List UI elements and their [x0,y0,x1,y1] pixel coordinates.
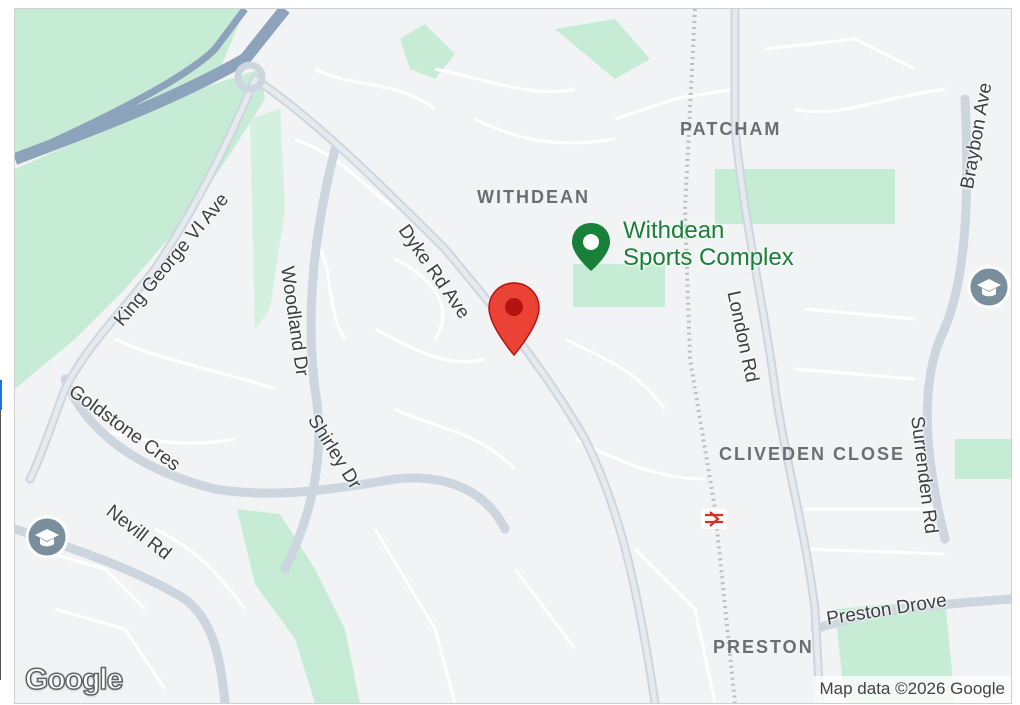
school-icon [967,265,1011,309]
location-marker-icon [488,282,540,357]
park-area [555,19,650,79]
left-edge-line [0,410,1,680]
google-logo[interactable]: Google [24,662,124,697]
park-area [715,169,895,224]
district-label: PRESTON [713,637,814,657]
park-area [15,9,245,159]
district-label: WITHDEAN [477,187,590,207]
roundabout [234,61,266,93]
road-surrenden [922,94,972,544]
map-attribution[interactable]: Map data ©2026 Google [813,676,1011,703]
park-area [400,24,455,79]
poi-label[interactable]: Withdean Sports Complex [623,217,794,271]
railway [682,9,737,703]
poi-label-line2: Sports Complex [623,244,794,271]
school-icon [25,515,69,559]
place-pin-icon [572,223,610,271]
rail-station-icon [701,509,727,529]
district-label: CLIVEDEN CLOSE [719,444,906,464]
map-canvas[interactable]: PATCHAM WITHDEAN CLIVEDEN CLOSE PRESTON … [14,8,1012,704]
road-shirley [280,144,340,574]
park-area [250,109,285,329]
motorway [15,9,248,163]
district-label: PATCHAM [680,119,782,139]
park-area [15,69,265,389]
park-area [955,439,1011,479]
park-area [237,509,360,703]
road-goldstone [60,374,510,534]
sports-ground [573,264,665,307]
left-edge-accent [0,380,2,410]
poi-label-line1: Withdean [623,217,725,244]
road-preston-drove [810,594,1011,634]
